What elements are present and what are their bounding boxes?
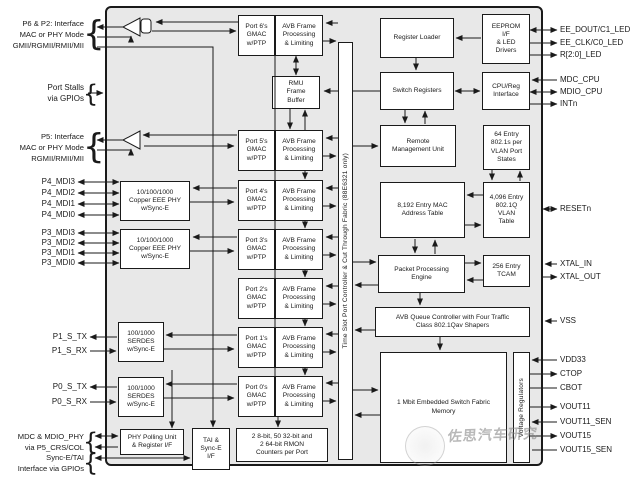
block-packet-engine: Packet Processing Engine [378, 255, 465, 293]
pin-vss: VSS [560, 316, 577, 325]
block-tcam: 256 Entry TCAM [483, 255, 530, 287]
block-avb-port4: AVB Frame Processing & Limiting [275, 180, 323, 221]
pin-p1-s-rx: P1_S_RX [51, 346, 87, 355]
pin-ee-dout: EE_DOUT/C1_LED [560, 25, 631, 34]
pin-group-p6p2: P6 & P2: Interface MAC or PHY Mode GMII/… [12, 19, 84, 50]
block-register-loader: Register Loader [380, 18, 454, 58]
block-tai-synce: TAI & Sync-E I/F [192, 428, 230, 470]
block-serdes-p1: 100/1000 SERDES w/Sync-E [118, 322, 164, 362]
pin-xtal-out: XTAL_OUT [560, 272, 601, 281]
pin-vout11: VOUT11 [560, 402, 591, 411]
pin-p4-mdi0: P4_MDI0 [41, 210, 75, 219]
brace-p5: { [83, 127, 105, 167]
pin-intn: INTn [560, 99, 578, 108]
watermark-stamp-circle [405, 426, 445, 466]
pin-p4-mdi3: P4_MDI3 [41, 177, 75, 186]
block-switch-registers: Switch Registers [380, 72, 454, 110]
block-gmac-port4: Port 4's GMAC w/PTP [238, 180, 275, 221]
pin-vdd33: VDD33 [560, 355, 586, 364]
block-avb-port6: AVB Frame Processing & Limiting [275, 15, 323, 56]
pin-ee-clk: EE_CLK/C0_LED [560, 38, 624, 47]
block-gmac-port2: Port 2's GMAC w/PTP [238, 278, 275, 319]
block-serdes-p0: 100/1000 SERDES w/Sync-E [118, 377, 164, 417]
block-gmac-port3: Port 3's GMAC w/PTP [238, 229, 275, 270]
pin-group-port-stalls: Port Stalls via GPIOs [47, 83, 84, 103]
pin-p3-mdi1: P3_MDI1 [41, 248, 75, 257]
block-fabric-bar: Time Slot Port Controller & Cut Through … [338, 42, 353, 460]
pin-p4-mdi2: P4_MDI2 [41, 188, 75, 197]
block-rmu-buffer: RMU Frame Buffer [272, 76, 320, 109]
block-avb-port1: AVB Frame Processing & Limiting [275, 327, 323, 368]
block-phy-polling: PHY Polling Unit & Register I/F [120, 429, 184, 455]
pin-vout11-sen: VOUT11_SEN [560, 417, 612, 426]
pin-mdio-cpu: MDIO_CPU [560, 87, 603, 96]
pin-group-p5: P5: Interface MAC or PHY Mode RGMII/RMII… [19, 132, 84, 163]
pin-p1-s-tx: P1_S_TX [52, 332, 87, 341]
pin-r20-led: R[2:0]_LED [560, 50, 602, 59]
pin-p0-s-rx: P0_S_RX [51, 397, 87, 406]
pin-group-mdc-mdio: MDC & MDIO_PHY via P5_CRS/COL [17, 432, 84, 452]
block-avb-port0: AVB Frame Processing & Limiting [275, 376, 323, 417]
block-cpu-reg-interface: CPU/Reg Interface [482, 72, 530, 110]
brace-sync-e-tai: { [83, 449, 99, 477]
pin-p0-s-tx: P0_S_TX [52, 382, 87, 391]
pin-cbot: CBOT [560, 383, 583, 392]
pin-vout15-sen: VOUT15_SEN [560, 445, 613, 454]
block-avb-port3: AVB Frame Processing & Limiting [275, 229, 323, 270]
block-avb-port2: AVB Frame Processing & Limiting [275, 278, 323, 319]
block-avb-port5: AVB Frame Processing & Limiting [275, 130, 323, 171]
block-voltage-regulators: Voltage Regulators [513, 352, 530, 463]
block-avb-queue: AVB Queue Controller with Four Traffic C… [375, 307, 530, 337]
brace-port-stalls: { [83, 80, 99, 108]
brace-p6p2: { [83, 14, 105, 54]
block-vlan-port-states: 64 Entry 802.1s per VLAN Port States [483, 125, 530, 170]
pin-p3-mdi0: P3_MDI0 [41, 258, 75, 267]
block-gmac-port0: Port 0's GMAC w/PTP [238, 376, 275, 417]
brace-mdc-mdio: { [83, 428, 99, 456]
pin-p3-mdi2: P3_MDI2 [41, 238, 75, 247]
block-mac-table: 8,192 Entry MAC Address Table [380, 182, 465, 238]
block-gmac-port6: Port 6's GMAC w/PTP [238, 15, 275, 56]
pin-group-sync-e-tai: Sync-E/TAI Interface via GPIOs [17, 453, 84, 473]
pin-xtal-in: XTAL_IN [560, 259, 592, 268]
block-remote-mgmt: Remote Management Unit [380, 125, 456, 167]
block-phy-p4: 10/100/1000 Copper EEE PHY w/Sync-E [120, 181, 190, 221]
pin-p3-mdi3: P3_MDI3 [41, 228, 75, 237]
block-gmac-port5: Port 5's GMAC w/PTP [238, 130, 275, 171]
block-gmac-port1: Port 1's GMAC w/PTP [238, 327, 275, 368]
block-rmon-counters: 2 8-bit, 50 32-bit and 2 64-bit RMON Cou… [236, 428, 328, 462]
block-eeprom: EEPROM I/F & LED Drivers [482, 14, 530, 64]
pin-vout15: VOUT15 [560, 431, 592, 440]
block-vlan-table: 4,096 Entry 802.1Q VLAN Table [483, 182, 530, 238]
pin-p4-mdi1: P4_MDI1 [41, 199, 75, 208]
fabric-bar-label: Time Slot Port Controller & Cut Through … [342, 153, 349, 349]
pin-ctop: CTOP [560, 369, 583, 378]
pin-resetn: RESETn [560, 204, 592, 213]
block-phy-p3: 10/100/1000 Copper EEE PHY w/Sync-E [120, 229, 190, 269]
watermark: 佐思汽车研究 [447, 424, 539, 445]
pin-mdc-cpu: MDC_CPU [560, 75, 600, 84]
